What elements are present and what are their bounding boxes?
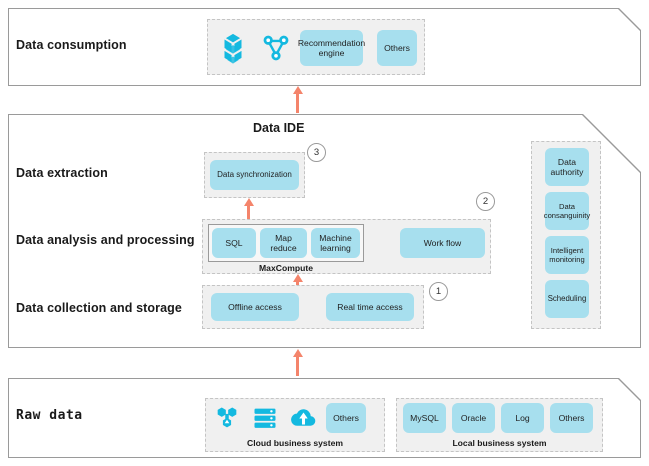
chip-label: Data consanguinity <box>543 201 591 220</box>
chip-real-time-access[interactable]: Real time access <box>326 293 414 321</box>
row-label-data-consumption: Data consumption <box>16 38 127 52</box>
chip-intelligent-monitoring[interactable]: Intelligent monitoring <box>545 236 589 274</box>
chip-label: Data authority <box>550 156 584 177</box>
arrow-ide-to-consumption <box>296 93 299 113</box>
cloud-upload-icon <box>287 403 319 433</box>
chip-map-reduce[interactable]: Map reduce <box>260 228 307 258</box>
chip-log[interactable]: Log <box>501 403 544 433</box>
chip-scheduling[interactable]: Scheduling <box>545 280 589 318</box>
server-cluster-icon <box>211 403 243 433</box>
caption-maxcompute: MaxCompute <box>259 263 313 273</box>
chip-label: Machine learning <box>319 232 352 253</box>
row-label-data-collection: Data collection and storage <box>16 301 182 315</box>
caption-local-business-system: Local business system <box>452 438 547 448</box>
chip-data-synchronization[interactable]: Data synchronization <box>210 160 299 190</box>
chip-others-cloud[interactable]: Others <box>326 403 366 433</box>
cube-icon <box>215 30 251 66</box>
chip-sql[interactable]: SQL <box>212 228 256 258</box>
row-label-data-extraction: Data extraction <box>16 166 108 180</box>
chip-work-flow[interactable]: Work flow <box>400 228 485 258</box>
arrow-analysis-to-extraction <box>247 205 250 221</box>
chip-offline-access[interactable]: Offline access <box>211 293 299 321</box>
chip-mysql[interactable]: MySQL <box>403 403 446 433</box>
chip-oracle[interactable]: Oracle <box>452 403 495 433</box>
chip-label: Recommendation engine <box>297 37 366 58</box>
step-badge-2: 2 <box>476 192 495 211</box>
row-label-raw-data: Raw data <box>16 408 83 423</box>
chip-data-consanguinity[interactable]: Data consanguinity <box>543 192 591 230</box>
database-stack-icon <box>249 403 281 433</box>
chip-label: Map reduce <box>270 232 297 253</box>
arrow-raw-to-ide <box>296 356 299 376</box>
chip-recommendation-engine[interactable]: Recommendation engine <box>297 30 366 66</box>
step-badge-3: 3 <box>307 143 326 162</box>
panel-title-data-ide: Data IDE <box>253 121 305 135</box>
chip-others-local[interactable]: Others <box>550 403 593 433</box>
chip-label: Intelligent monitoring <box>549 245 585 264</box>
step-badge-1: 1 <box>429 282 448 301</box>
row-label-data-analysis: Data analysis and processing <box>16 233 195 247</box>
chip-machine-learning[interactable]: Machine learning <box>311 228 360 258</box>
network-graph-icon <box>258 30 294 66</box>
chip-data-authority[interactable]: Data authority <box>545 148 589 186</box>
chip-others-consumption[interactable]: Others <box>377 30 417 66</box>
caption-cloud-business-system: Cloud business system <box>247 438 343 448</box>
